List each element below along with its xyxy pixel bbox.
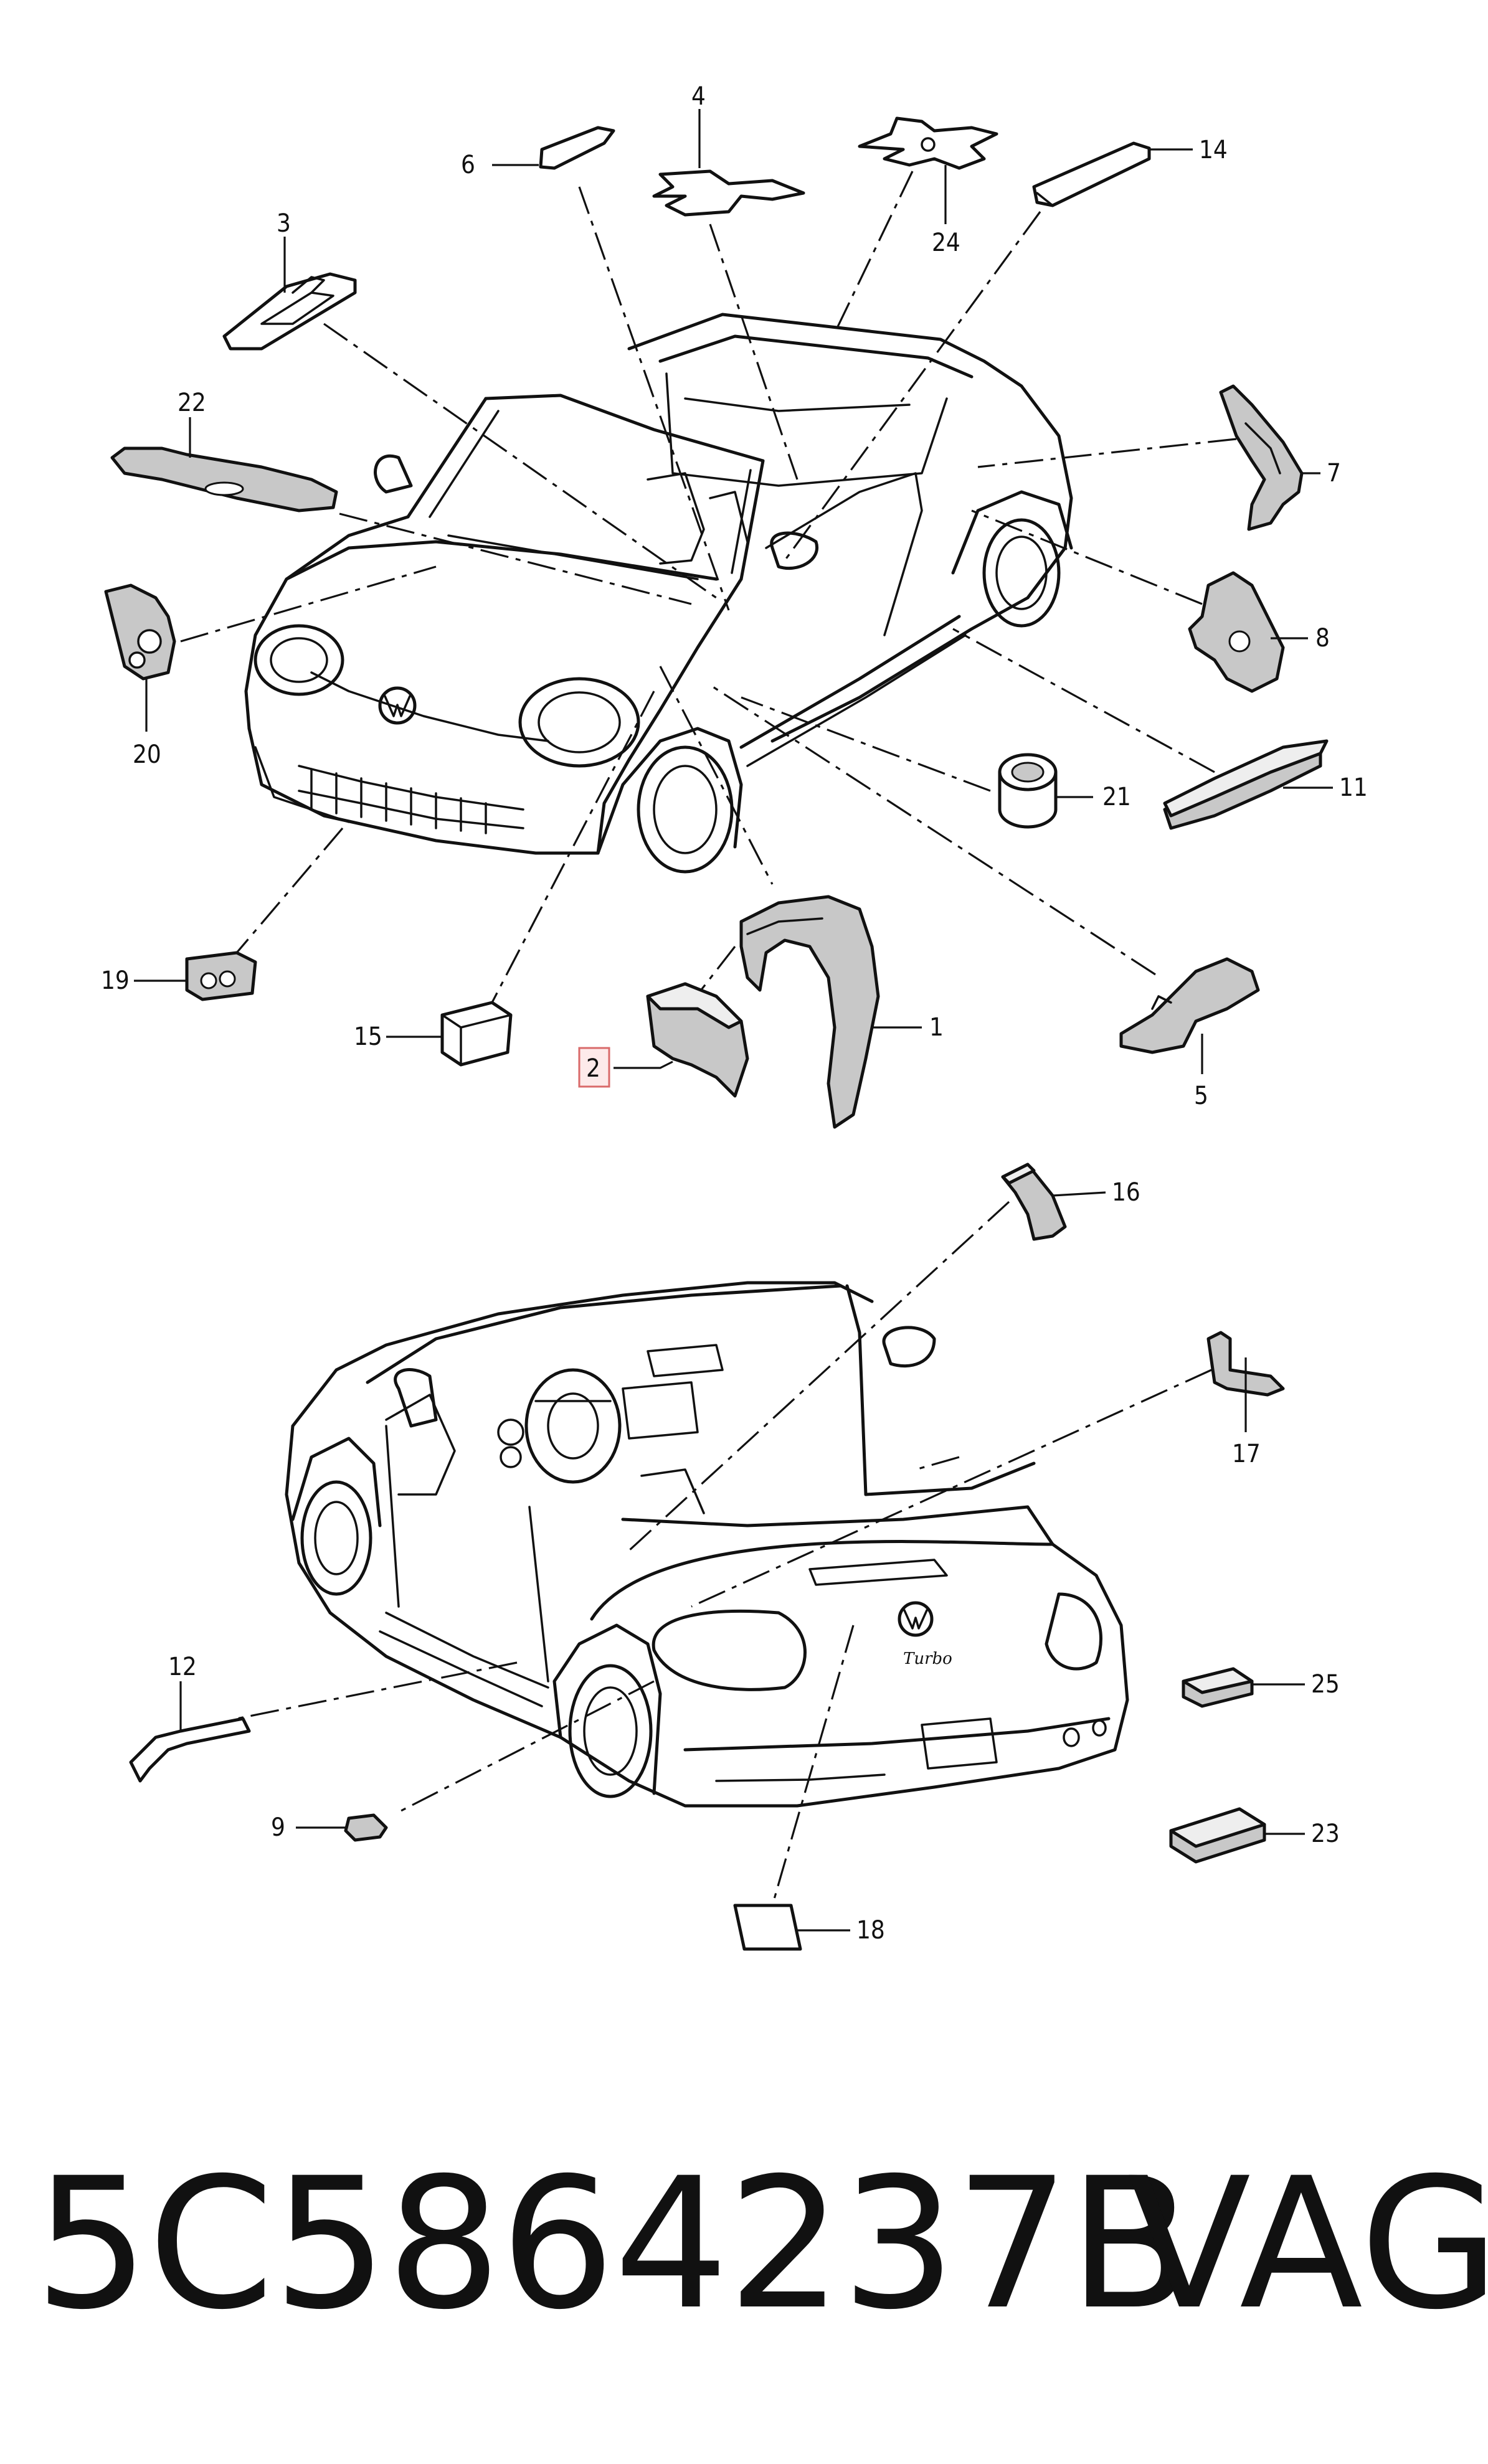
callout-17: 17 [1232,1440,1261,1468]
callout-8: 8 [1315,624,1330,653]
part-7 [1219,384,1304,531]
callout-9: 9 [271,1813,285,1842]
front-car-illustration [244,313,1073,874]
callout-2: 2 [586,1054,600,1083]
part-4 [652,169,805,217]
part-16 [1001,1163,1067,1241]
part-20 [104,583,176,681]
part-22 [110,446,338,512]
callout-14: 14 [1199,136,1228,164]
callout-numbers: 6 4 24 14 3 22 7 8 21 11 5 20 19 15 2 1 … [101,82,1368,1945]
part-24 [858,116,998,170]
callout-19: 19 [101,966,130,995]
callout-20: 20 [133,740,161,769]
part-17 [1206,1331,1285,1397]
callout-12: 12 [168,1653,197,1681]
part-5 [1119,957,1260,1054]
brand-name: VAG [1127,2140,1488,2349]
callout-15: 15 [354,1022,382,1051]
callout-leaders [134,109,1333,1932]
part-6 [539,126,615,170]
part-15 [440,1001,513,1067]
part-18 [733,1904,802,1951]
part-9 [344,1813,388,1842]
part-number: 5C5864237B [34,2140,1192,2349]
callout-21: 21 [1102,783,1131,811]
part-1 [739,895,880,1129]
callout-5: 5 [1194,1082,1208,1110]
callout-24: 24 [932,229,960,257]
callout-7: 7 [1327,459,1341,488]
part-14 [1032,141,1151,207]
callout-22: 22 [178,389,206,417]
leader-lines [180,171,1237,1906]
parts [104,116,1329,1951]
rear-badge-text: Turbo [903,1650,952,1668]
part-12 [129,1717,251,1783]
rear-car-illustration: Turbo [285,1281,1129,1808]
footer: 5C5864237B VAG [0,2142,1488,2348]
highlight-box-2 [578,1047,610,1088]
callout-3: 3 [277,209,291,238]
callout-23: 23 [1311,1820,1340,1848]
part-3 [222,272,357,351]
callout-1: 1 [929,1013,944,1042]
callout-11: 11 [1339,773,1368,802]
callout-16: 16 [1112,1178,1140,1207]
callout-25: 25 [1311,1670,1340,1699]
callout-4: 4 [691,82,706,111]
callout-18: 18 [856,1916,885,1945]
callout-6: 6 [461,151,475,179]
